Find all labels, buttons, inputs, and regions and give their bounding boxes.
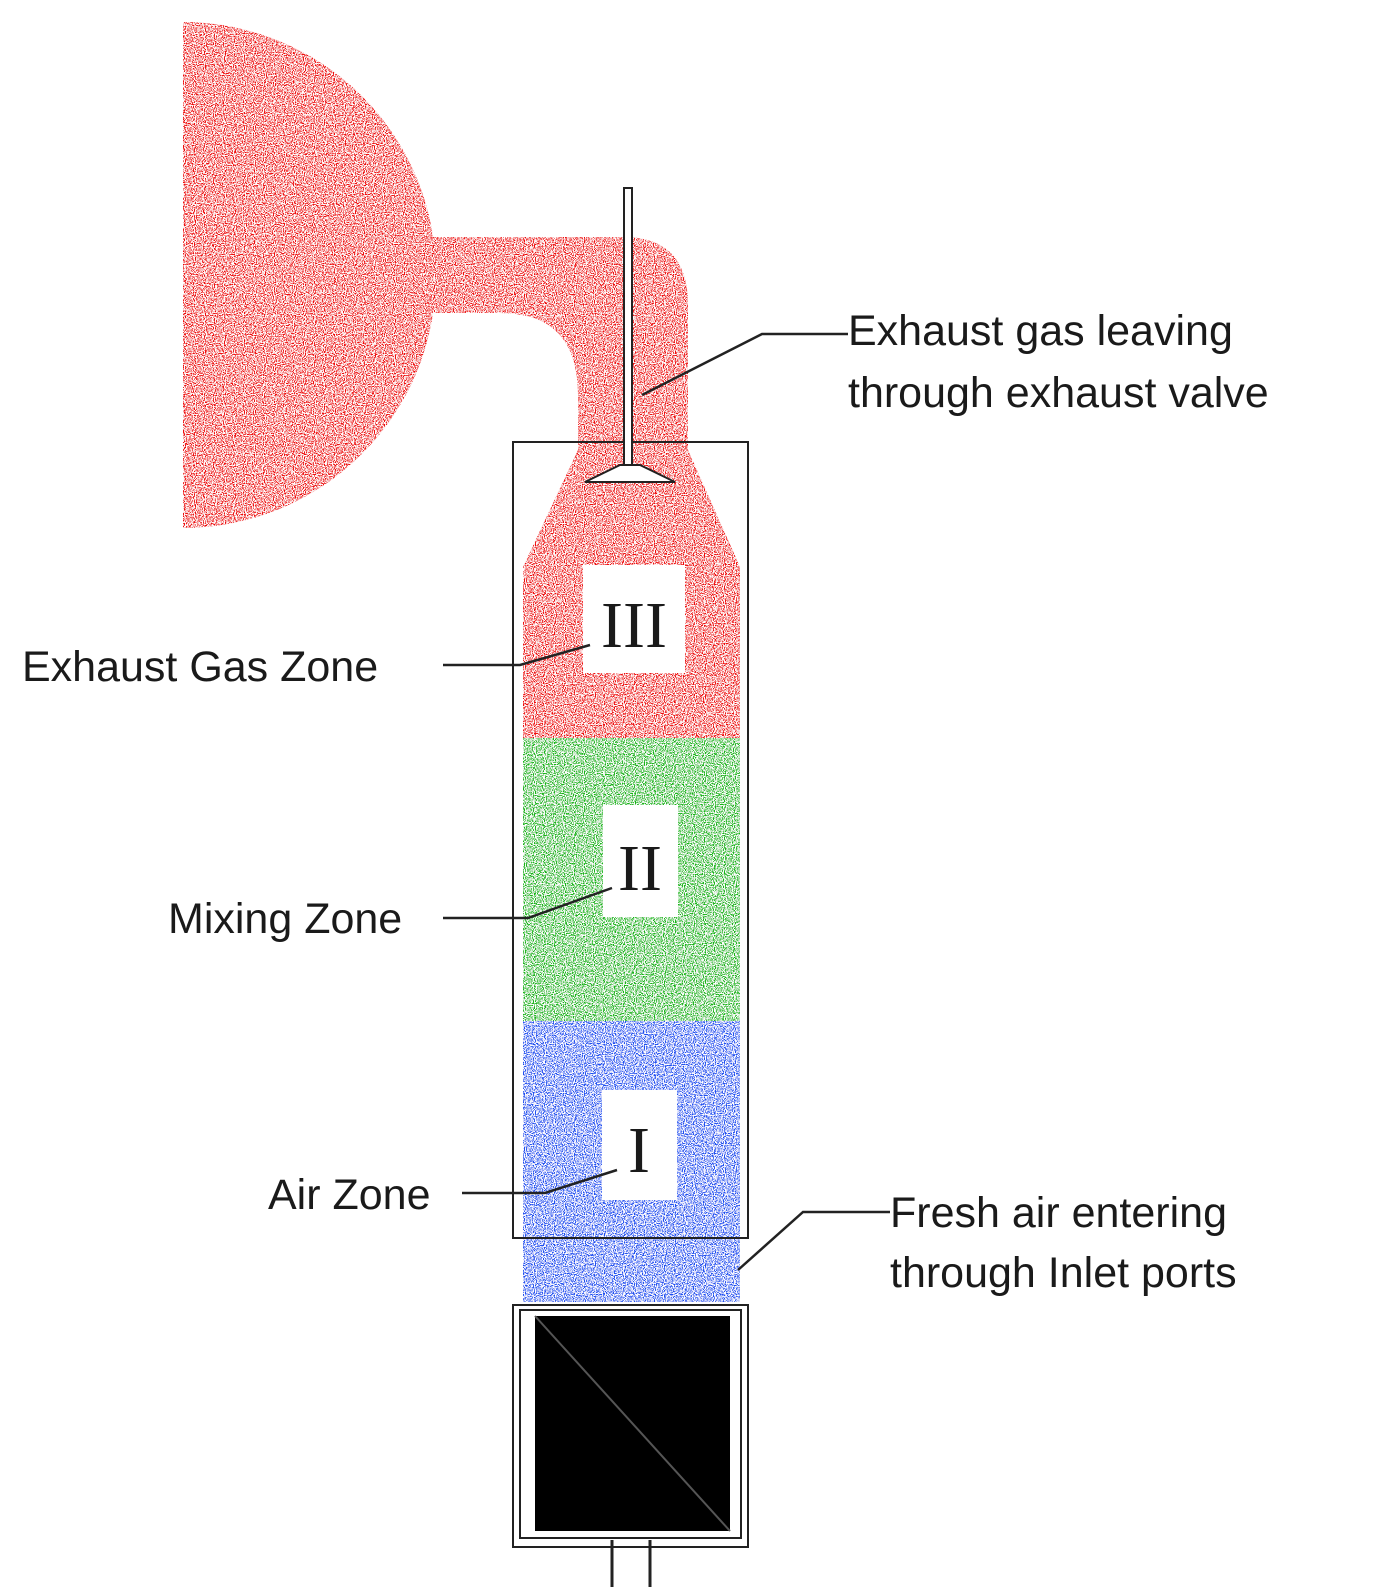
zone-ii-numeral: II <box>618 832 662 905</box>
exhaust-zone-leader <box>443 643 591 667</box>
inlet-callout-line-2: through Inlet ports <box>890 1249 1237 1297</box>
zone-iii-box <box>583 565 685 673</box>
mixing-zone-label: Mixing Zone <box>168 895 402 943</box>
inlet-callout-line-1: Fresh air entering <box>890 1189 1227 1237</box>
piston-rings <box>525 1372 740 1438</box>
exhaust-valve-stem <box>623 187 633 471</box>
air-zone-label: Air Zone <box>268 1171 431 1219</box>
piston-inner-wall <box>519 1309 742 1539</box>
zone-i-box <box>602 1090 677 1200</box>
zone-iii-numeral: III <box>601 589 667 662</box>
piston-diagonal <box>534 1315 731 1532</box>
zone-ii-box <box>603 805 678 917</box>
exhaust-pipe <box>428 237 688 450</box>
exhaust-receiver <box>183 22 436 528</box>
zone-i-numeral: I <box>628 1114 650 1187</box>
mixing-zone-leader <box>443 886 613 920</box>
exhaust-callout-line-1: Exhaust gas leaving <box>848 307 1233 355</box>
fresh-air-leader <box>737 1210 890 1271</box>
exhaust-zone-label: Exhaust Gas Zone <box>22 643 378 691</box>
exhaust-valve-head <box>584 464 676 483</box>
piston-housing <box>512 1304 749 1548</box>
air-zone-leader <box>462 1168 618 1195</box>
exhaust-callout-line-2: through exhaust valve <box>848 369 1269 417</box>
exhaust-gas-leader <box>641 332 848 397</box>
